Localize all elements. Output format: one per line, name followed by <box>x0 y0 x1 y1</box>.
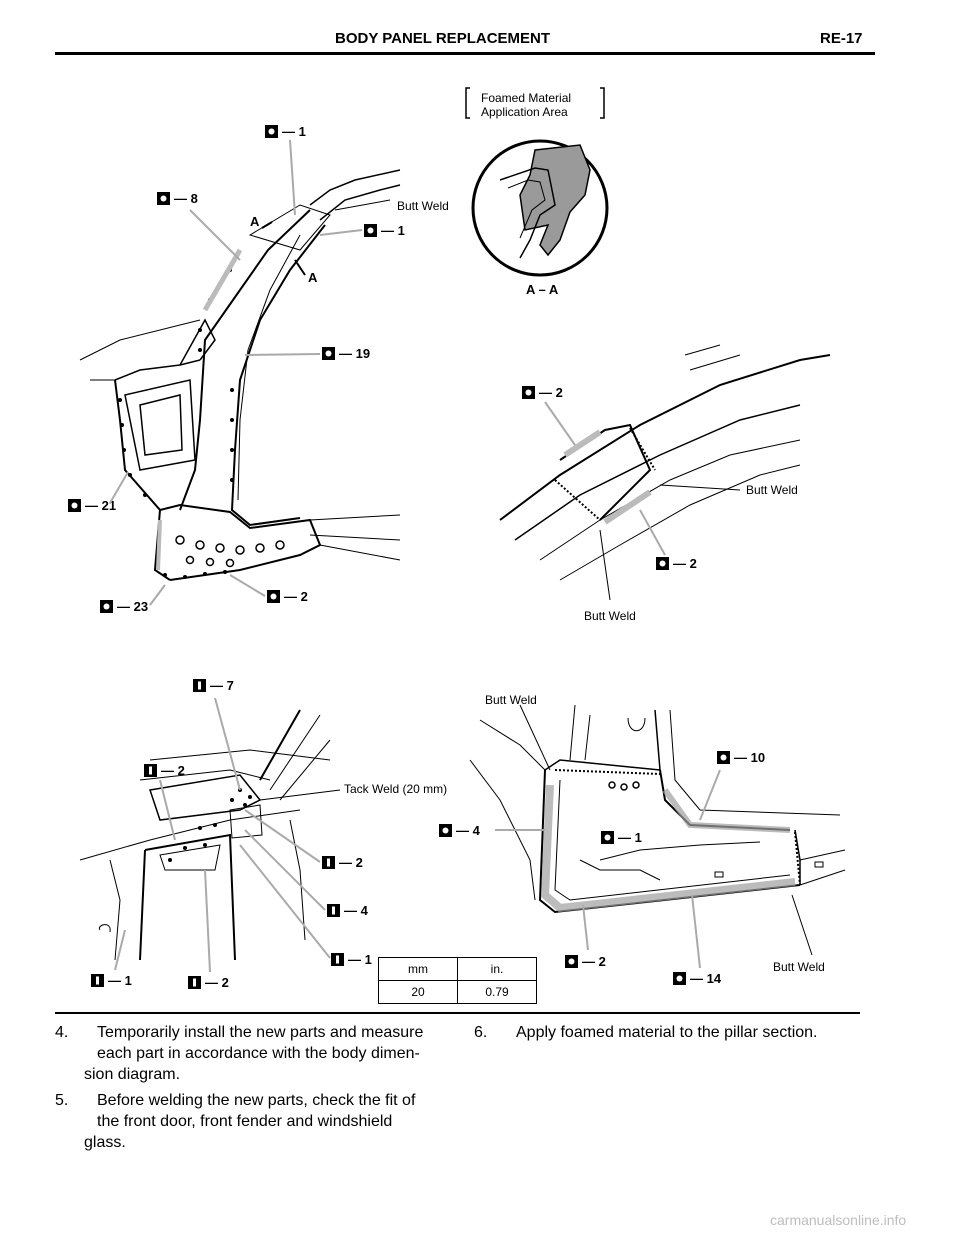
tack-weld-label: Tack Weld (20 mm) <box>344 782 447 796</box>
figure-cowl-area <box>79 709 331 961</box>
callout-tl-23: — 23 <box>117 599 148 614</box>
section-title-line2: Application Area <box>481 105 568 119</box>
page-code: RE-17 <box>820 30 863 47</box>
callout-bl-4: — 4 <box>344 903 369 918</box>
butt-weld-label-tr1: Butt Weld <box>746 483 798 497</box>
callout-br-2: — 2 <box>582 954 606 969</box>
step-text-line: sion diagram. <box>84 1066 181 1083</box>
table-cell: 0.79 <box>457 980 537 1004</box>
callout-br-14: — 14 <box>690 971 722 986</box>
weld-dots-a-pillar <box>118 268 234 579</box>
step-number: 6. <box>474 1024 488 1041</box>
callout-bl-1a: — 1 <box>348 952 372 967</box>
butt-weld-label-br1: Butt Weld <box>485 693 537 707</box>
callout-bl-2a: — 2 <box>161 763 185 778</box>
table-header: in. <box>457 957 537 981</box>
callout-br-10: — 10 <box>734 750 765 765</box>
step-number: 4. <box>55 1024 69 1041</box>
callout-br-1: — 1 <box>618 830 642 845</box>
callout-tr-2a: — 2 <box>539 385 563 400</box>
section-title-line1: Foamed Material <box>481 91 571 105</box>
callout-tr-2b: — 2 <box>673 556 697 571</box>
page-title: BODY PANEL REPLACEMENT <box>335 30 551 47</box>
figure-section-a-a: Foamed Material Application Area A – A <box>465 87 609 297</box>
step-text-line: Temporarily install the new parts and me… <box>97 1024 424 1041</box>
step-text-line: Before welding the new parts, check the … <box>97 1092 416 1109</box>
callout-br-4: — 4 <box>456 823 481 838</box>
section-mark-a1: A <box>250 214 260 229</box>
table-header-row: mm in. <box>378 957 537 981</box>
conversion-table: mm in. 20 0.79 <box>378 957 537 1004</box>
page-header: BODY PANEL REPLACEMENT RE-17 <box>0 30 960 50</box>
callout-bl-2c: — 2 <box>205 975 229 990</box>
table-header: mm <box>378 957 458 981</box>
step-text-line: each part in accordance with the body di… <box>97 1045 420 1062</box>
callout-tl-21: — 21 <box>85 498 116 513</box>
figure-roof-rail <box>499 344 831 581</box>
step-text-line: Apply foamed material to the pillar sect… <box>516 1024 818 1041</box>
callout-tl-1: — 1 <box>282 124 306 139</box>
step-number: 5. <box>55 1092 69 1109</box>
table-cell: 20 <box>378 980 458 1004</box>
step-text-line: glass. <box>84 1134 126 1151</box>
section-mark-a2: A <box>308 270 318 285</box>
step-text-line: the front door, front fender and windshi… <box>97 1113 393 1130</box>
callout-tl-19: — 19 <box>339 346 370 361</box>
butt-weld-label-tr2: Butt Weld <box>584 609 636 623</box>
callout-tl-1b: — 1 <box>381 223 405 238</box>
step-6: 6. Apply foamed material to the pillar s… <box>474 1022 874 1044</box>
header-rule <box>55 52 875 55</box>
section-rule <box>55 1012 860 1014</box>
butt-weld-label-tl: Butt Weld <box>397 199 449 213</box>
callout-bl-7: — 7 <box>210 678 234 693</box>
section-caption: A – A <box>526 282 559 297</box>
callout-tl-2: — 2 <box>284 589 308 604</box>
callout-tl-8: — 8 <box>174 191 198 206</box>
step-4: 4. Temporarily install the new parts and… <box>55 1022 455 1088</box>
callout-bl-2b: — 2 <box>339 855 363 870</box>
table-row: 20 0.79 <box>378 980 537 1004</box>
figure-a-pillar <box>79 169 401 581</box>
watermark: carmanualsonline.info <box>770 1212 907 1228</box>
callout-bl-1b: — 1 <box>108 973 132 988</box>
step-5: 5. Before welding the new parts, check t… <box>55 1090 455 1156</box>
butt-weld-label-br2: Butt Weld <box>773 960 825 974</box>
